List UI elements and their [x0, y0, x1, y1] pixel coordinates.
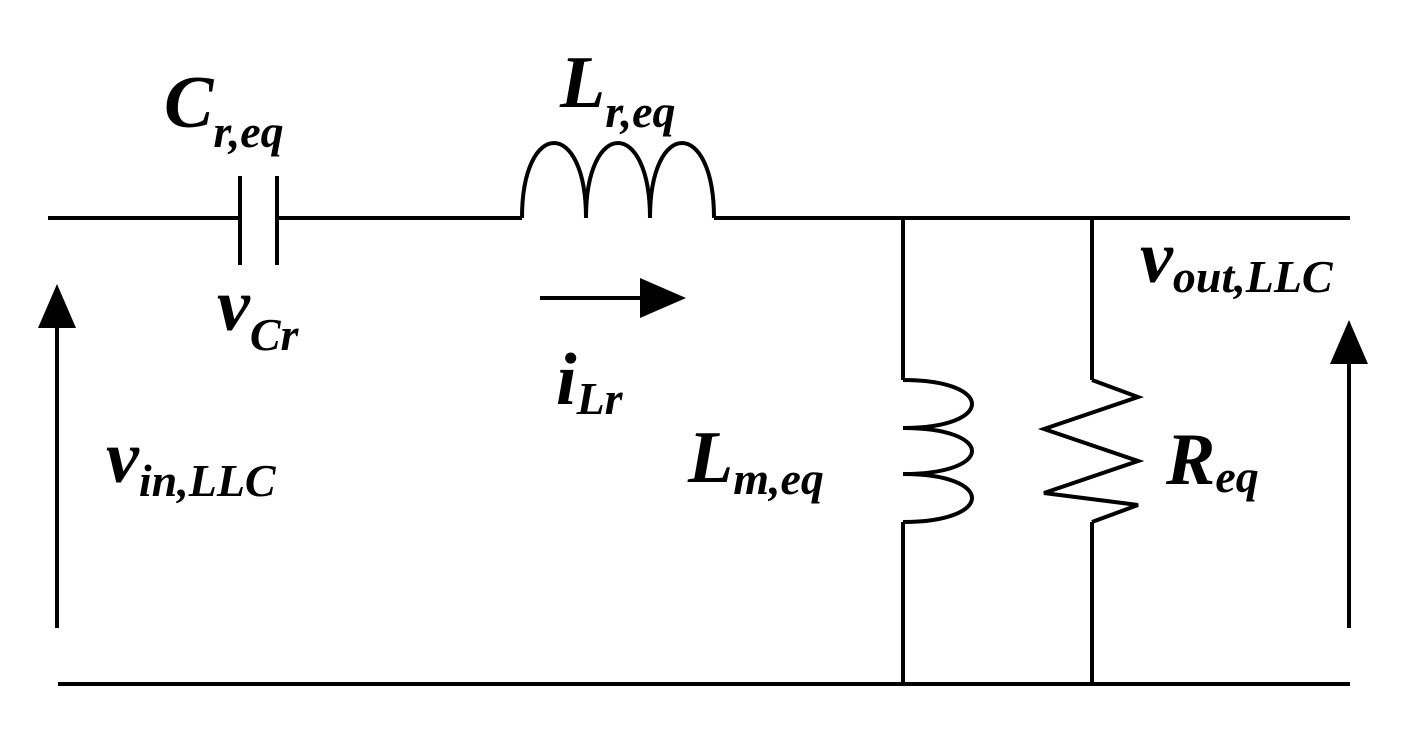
label-v-out-llc: vout,LLC — [1140, 217, 1334, 302]
label-r-eq: Req — [1165, 419, 1259, 502]
label-v-cr: vCr — [217, 265, 300, 360]
current-arrow — [540, 278, 686, 318]
label-lm-eq: Lm,eq — [687, 417, 824, 504]
vin-arrow — [38, 284, 76, 628]
label-i-lr: iLr — [556, 339, 624, 424]
label-lr-eq: Lr,eq — [559, 42, 675, 137]
vout-arrow — [1330, 320, 1368, 628]
label-v-in-llc: vin,LLC — [106, 417, 277, 506]
capacitor-cr — [238, 176, 279, 265]
inductor-lr — [520, 141, 716, 219]
inductor-lm — [901, 218, 974, 684]
resistor-req — [1037, 218, 1145, 684]
label-cr-eq: Cr,eq — [164, 62, 284, 157]
